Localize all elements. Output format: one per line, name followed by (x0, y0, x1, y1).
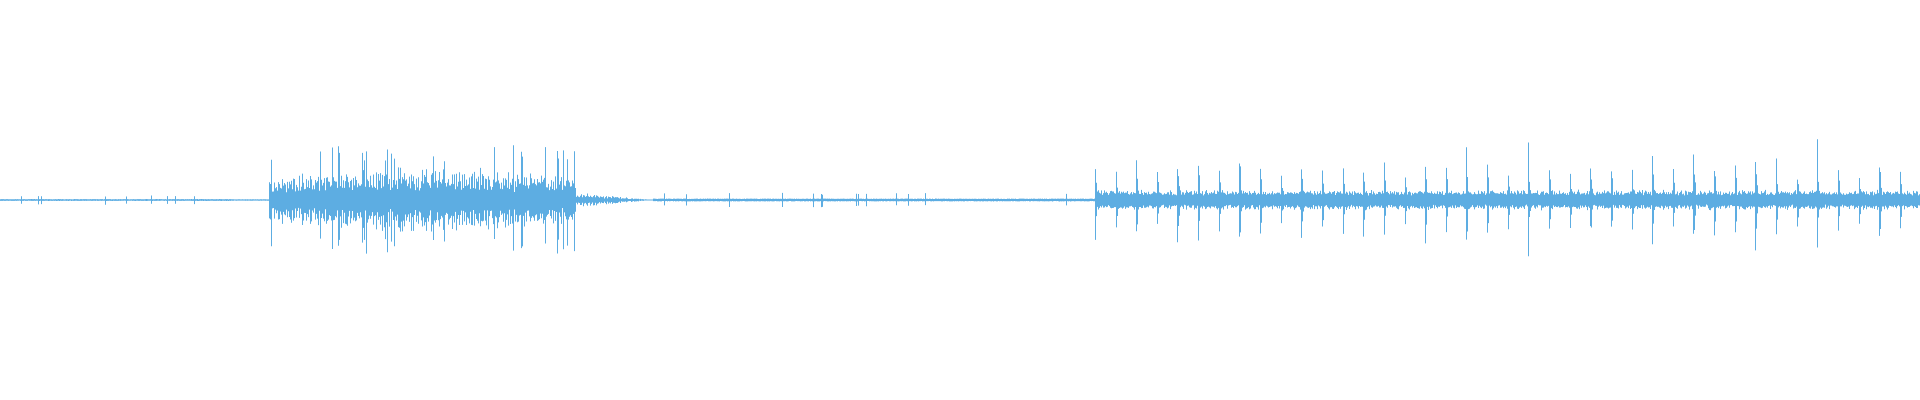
waveform-path (0, 139, 1920, 257)
waveform-bars (0, 139, 1920, 257)
